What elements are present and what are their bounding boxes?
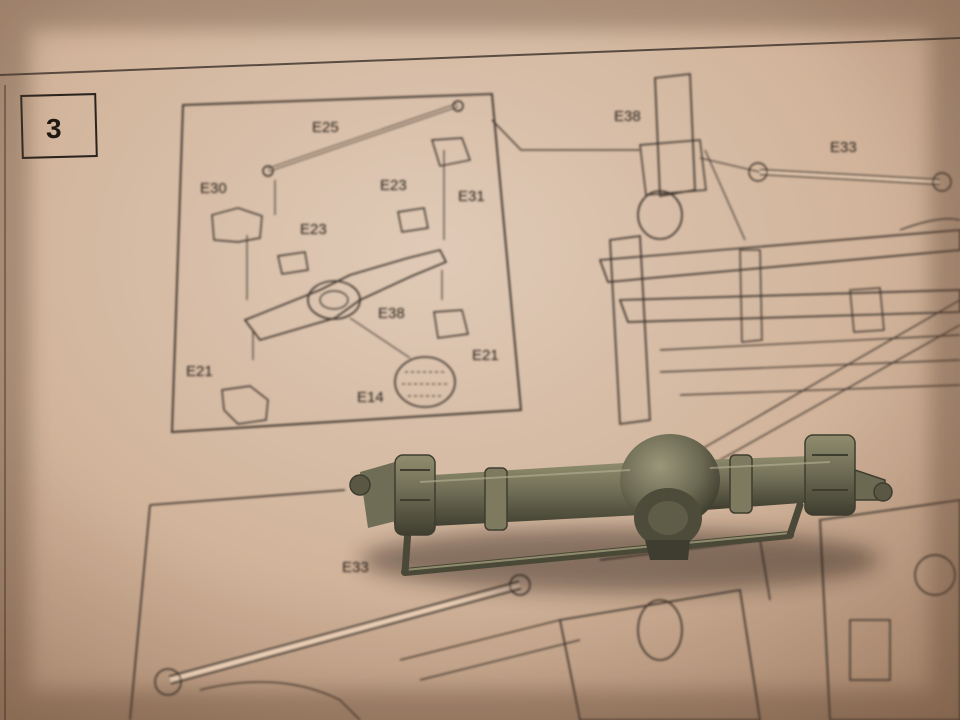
label-e21-right: E21 [472, 347, 499, 364]
chassis-drawing: E38 E33 [598, 73, 960, 461]
label-e21-left: E21 [186, 363, 213, 380]
label-e25: E25 [312, 119, 339, 136]
assembled-axle-model [349, 434, 893, 592]
label-e23-left: E23 [300, 221, 327, 238]
label-e14: E14 [357, 389, 384, 406]
label-e33-top: E33 [830, 139, 857, 156]
label-e38-inset: E38 [378, 305, 405, 322]
label-e23-right: E23 [380, 177, 407, 194]
label-e31: E31 [458, 188, 485, 205]
model-tie-rod [401, 531, 794, 576]
model-left-hub [349, 454, 436, 536]
model-right-hub [804, 434, 893, 516]
label-e30: E30 [200, 180, 227, 197]
exploded-diagram-inset: E25 E31 E30 E23 E23 E38 E21 E21 E14 [171, 93, 640, 433]
step-number: 3 [46, 113, 62, 144]
page-border-top [0, 37, 960, 76]
label-e38-main: E38 [614, 108, 641, 125]
model-axle-tube-left [385, 462, 640, 528]
